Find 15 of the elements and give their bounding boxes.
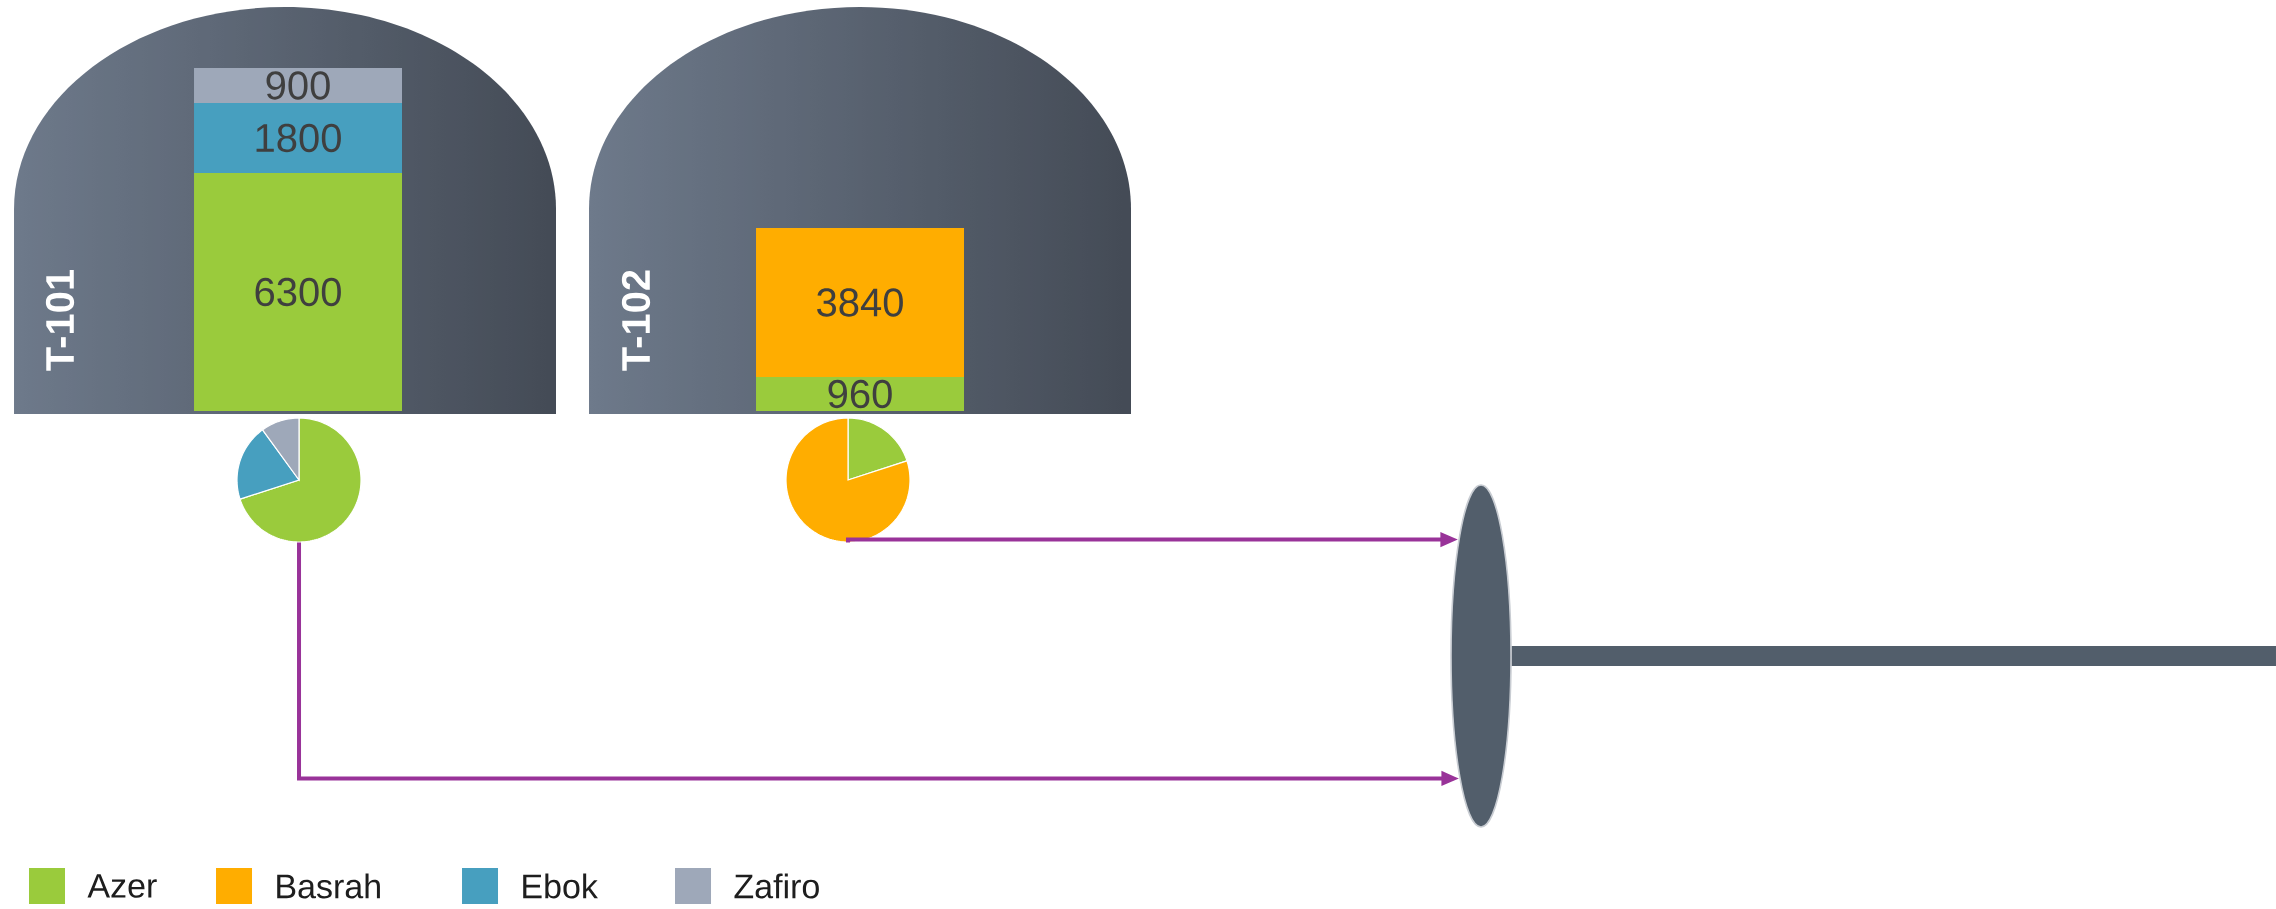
legend-label: Zafiro	[734, 873, 819, 899]
blender-vessel	[1450, 484, 1512, 828]
tank-label: T-101	[45, 269, 75, 371]
bar-segment: 6300	[194, 173, 402, 411]
bar-segment: 1800	[194, 103, 402, 173]
legend-label: Basrah	[277, 873, 380, 899]
pie-chart	[236, 417, 362, 543]
pipe	[1511, 646, 2276, 666]
bar-segment: 3840	[756, 228, 964, 377]
bar-segment: 900	[194, 68, 402, 103]
bar-segment: 960	[756, 377, 964, 411]
legend-label: Ebok	[523, 873, 598, 899]
legend-label: Azer	[87, 874, 157, 898]
tank-label: T-102	[621, 270, 651, 371]
pie-chart	[785, 417, 911, 543]
